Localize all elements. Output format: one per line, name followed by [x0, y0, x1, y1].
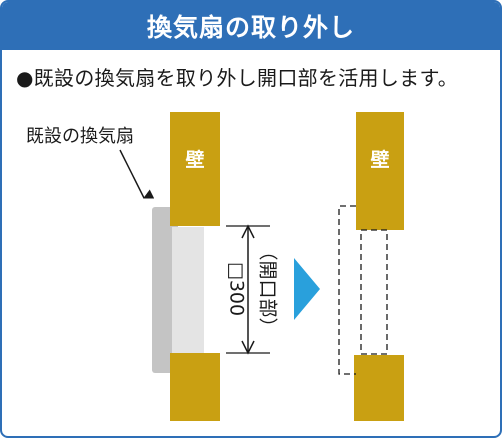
dimension-arrow-top: [241, 224, 255, 239]
intro-text: ●既設の換気扇を取り外し開口部を活用します。: [16, 66, 459, 90]
existing-fan-inner: [172, 227, 204, 353]
right-wall-lower: [354, 355, 404, 421]
removed-fan-inner-outline: [360, 229, 388, 355]
dimension-arrow-bottom: [241, 340, 255, 355]
right-wall-upper: [356, 112, 404, 230]
existing-fan-label: 既設の換気扇: [26, 126, 134, 147]
left-wall-upper-label: 壁: [185, 148, 204, 171]
right-wall-upper-label: 壁: [370, 148, 389, 171]
existing-fan-body: [152, 207, 178, 373]
removed-fan-outline: [338, 205, 356, 375]
callout-leader-line: [119, 149, 155, 199]
transition-arrow: [294, 258, 320, 320]
left-wall-upper: [170, 112, 220, 226]
page-title: 換気扇の取り外し: [2, 2, 500, 50]
dimension-size-label: □300: [226, 262, 248, 316]
dimension-opening-label: （開口部）: [257, 241, 279, 336]
left-wall-lower: [170, 353, 220, 421]
